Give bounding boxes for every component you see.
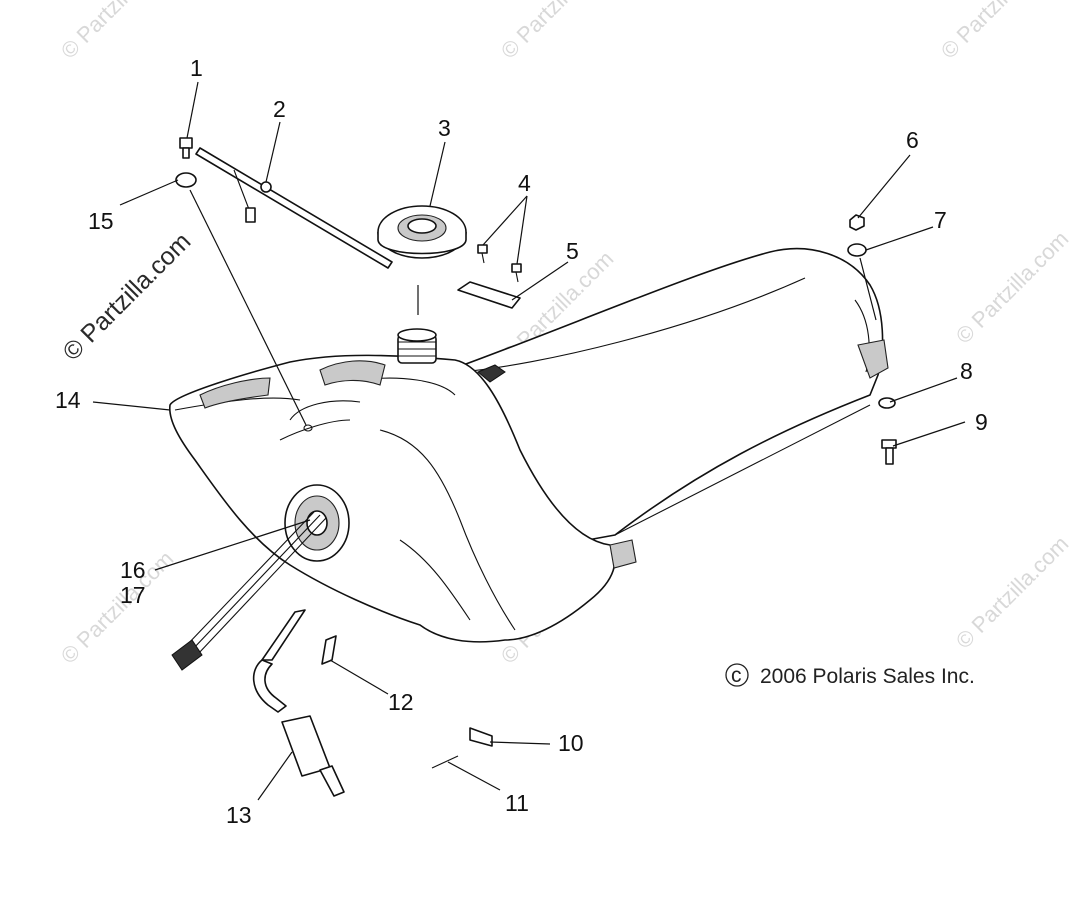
callout-9: 9 <box>975 409 988 435</box>
callout-2: 2 <box>273 96 286 122</box>
callout-6: 6 <box>906 127 919 153</box>
callout-11: 11 <box>505 790 529 816</box>
part-bracket-5 <box>457 281 521 309</box>
callout-5: 5 <box>566 238 579 264</box>
fuel-tank <box>169 247 889 643</box>
callout-3: 3 <box>438 115 451 141</box>
callout-8: 8 <box>960 358 973 384</box>
callout-17: 17 <box>120 582 146 608</box>
part-nut-6 <box>849 214 865 231</box>
callout-10: 10 <box>558 730 584 756</box>
part-washer-7 <box>847 243 867 257</box>
part-bolt-9 <box>881 439 897 465</box>
part-bolt-1 <box>179 137 193 159</box>
callout-15: 15 <box>88 208 114 234</box>
copyright-notice: c 2006 Polaris Sales Inc. <box>725 663 975 688</box>
watermark: © Partzilla.com <box>951 226 1071 349</box>
callout-12: 12 <box>388 689 414 715</box>
part-screws-4 <box>477 244 522 283</box>
callout-labels: 1 2 3 4 5 6 7 8 9 10 11 12 13 14 15 16 1… <box>55 55 988 828</box>
part-fuel-filter-13 <box>252 609 345 797</box>
part-vent-tube-2 <box>195 147 393 269</box>
watermark: © Partzilla.com <box>496 0 619 64</box>
part-clip-12 <box>321 635 337 665</box>
watermark: © Partzilla.com <box>56 546 179 669</box>
part-clamp-11 <box>431 755 459 769</box>
callout-13: 13 <box>226 802 252 828</box>
copyright-symbol: c <box>731 664 742 687</box>
copyright-circle <box>725 663 749 687</box>
part-grommet-15 <box>175 172 197 188</box>
watermark: © Partzilla.com <box>936 0 1059 64</box>
watermark-prominent: © Partzilla.com <box>57 227 196 366</box>
fuel-pump-harness <box>171 511 327 671</box>
watermark: © Partzilla.com <box>951 531 1071 654</box>
callout-16: 16 <box>120 557 146 583</box>
part-clip-10 <box>469 727 493 747</box>
copyright-text: 2006 Polaris Sales Inc. <box>760 665 975 688</box>
leader-lines <box>92 81 966 801</box>
part-washer-8 <box>878 397 896 409</box>
callout-14: 14 <box>55 387 81 413</box>
part-gas-cap-3 <box>377 205 467 259</box>
callout-7: 7 <box>934 207 947 233</box>
callout-4: 4 <box>518 170 531 196</box>
watermark: © Partzilla.com <box>56 0 179 64</box>
callout-1: 1 <box>190 55 203 81</box>
